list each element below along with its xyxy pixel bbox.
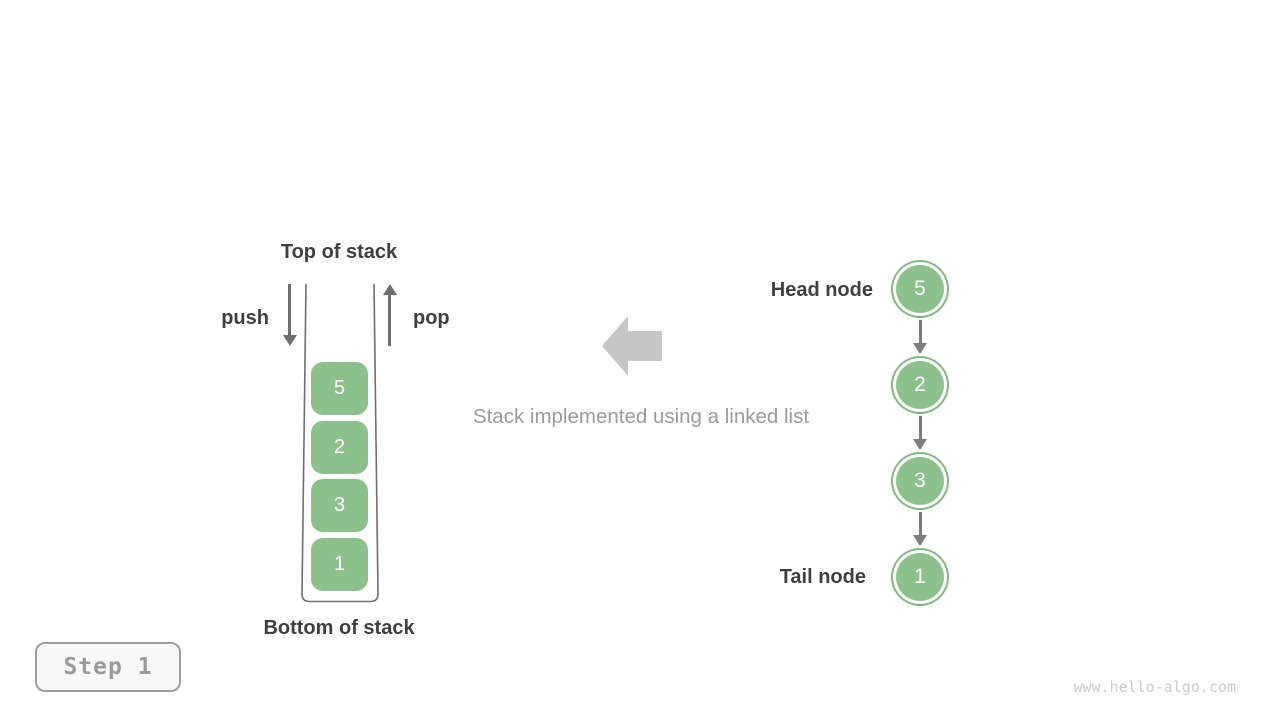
pop-up-arrow-icon [388, 294, 391, 346]
stack-item: 1 [311, 538, 368, 592]
list-node: 2 [896, 361, 944, 409]
stack-item: 2 [311, 420, 368, 474]
node-link-arrow-icon [918, 416, 922, 440]
left-block-arrow-body [627, 331, 662, 361]
push-label: push [221, 307, 269, 329]
tail-node-label: Tail node [779, 566, 866, 588]
stack-bottom-label: Bottom of stack [263, 617, 415, 639]
head-node-label: Head node [770, 279, 873, 301]
list-node: 5 [896, 265, 944, 313]
push-down-arrow-icon [288, 284, 291, 336]
node-link-arrow-icon [918, 512, 922, 536]
stack-top-label: Top of stack [280, 241, 398, 263]
stack-item: 3 [311, 479, 368, 533]
watermark: www.hello-algo.com [1073, 678, 1236, 696]
stack-item: 5 [311, 362, 368, 415]
stack-container [301, 284, 379, 603]
pop-label: pop [413, 307, 450, 329]
node-link-arrow-icon [918, 320, 922, 344]
list-node: 3 [896, 457, 944, 505]
diagram-caption: Stack implemented using a linked list [472, 405, 810, 428]
step-badge: Step 1 [35, 642, 181, 692]
left-block-arrow-icon [602, 316, 628, 376]
list-node: 1 [896, 553, 944, 601]
